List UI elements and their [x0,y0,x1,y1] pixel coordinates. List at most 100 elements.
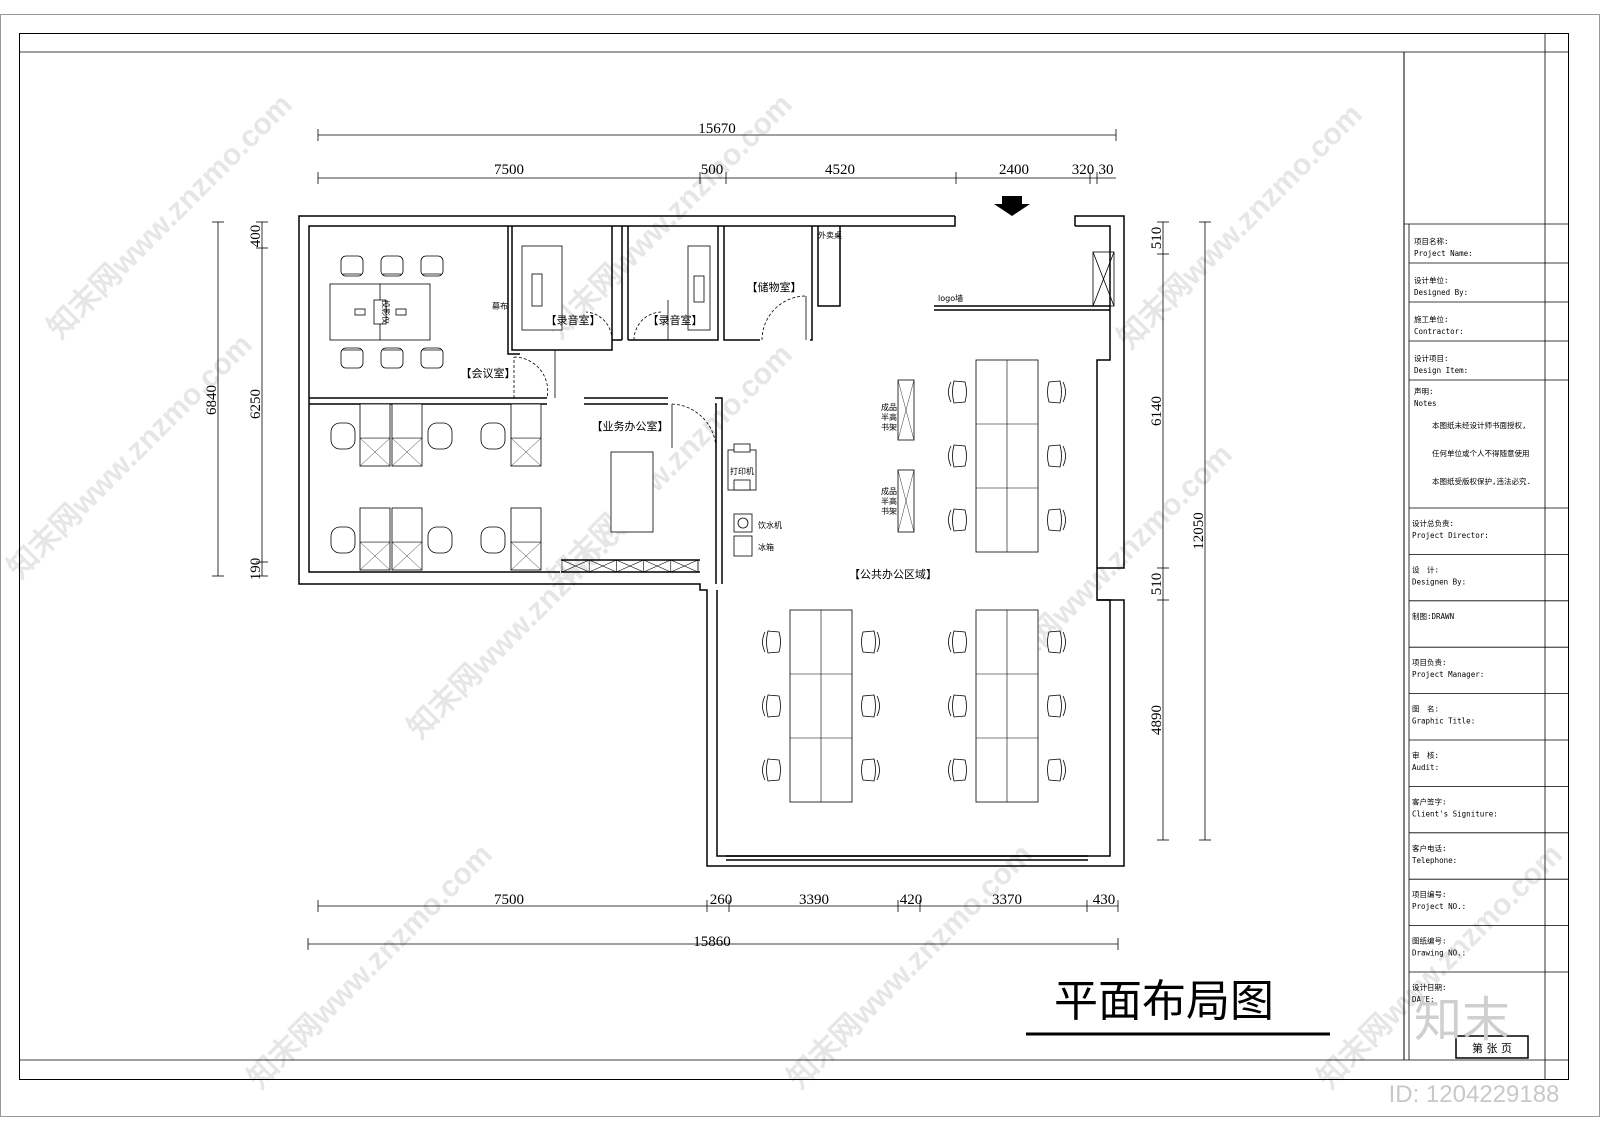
notes-label-en: Notes [1414,399,1437,408]
chair-icon [948,630,967,654]
title-block-label: 设计单位: [1414,275,1449,285]
title-block-label-en: Project NO.: [1412,902,1466,911]
dim-top-6: 30 [1099,162,1114,178]
dim-left-1: 400 [248,225,264,248]
dim-right-1: 510 [1149,227,1165,250]
recording-rooms [521,245,711,331]
title-block-label-en: Project Name: [1414,249,1473,258]
title-block-label-en: Graphic Title: [1412,717,1475,726]
curtain-label: 幕布 [492,301,508,311]
drawing-title: 平面布局图 [1054,976,1274,1027]
svg-text:半高: 半高 [881,412,897,422]
chair-icon [340,347,364,369]
title-block-label-en: Project Manager: [1412,670,1484,679]
water-dispenser-label: 饮水机 [758,520,782,530]
watermark-logo: 知末 [1414,992,1510,1048]
dim-bottom-6: 430 [1093,892,1116,908]
title-block-label: 设计总负责: [1412,518,1454,528]
chair-icon [1047,694,1066,718]
cabinet-strip [561,559,699,573]
watermark-text: 知末网www.znzmo.com [1312,838,1569,1095]
title-block-label: 项目编号: [1412,889,1447,899]
title-block-label: 设计日期: [1412,982,1447,992]
dim-right-outer: 12050 [1191,512,1207,550]
shelf-label-1: 成品 半高 书架 [881,402,897,432]
notes-label: 声明: [1414,386,1434,396]
chair-icon [330,422,356,450]
title-block-label-en: Telephone: [1412,856,1457,865]
chair-icon [480,526,506,554]
chair-icon [1047,758,1066,782]
chair-icon [480,422,506,450]
chair-icon [427,422,453,450]
title-block-label: 审 核: [1412,750,1439,760]
dim-right-2: 6140 [1149,396,1165,426]
chair-icon [762,630,781,654]
dim-bottom-3: 3390 [799,892,829,908]
svg-text:成品: 成品 [881,486,897,496]
dim-top-4: 2400 [999,162,1029,178]
chair-icon [1047,380,1066,404]
title-block [1404,223,1568,1060]
business-desk [610,451,654,533]
sheet-number: 第 张 页 [1472,1041,1512,1055]
chair-icon [420,347,444,369]
chair-icon [380,347,404,369]
title-block-label-en: Designed By: [1414,288,1468,297]
chair-icon [861,758,880,782]
chair-icon [380,255,404,277]
title-block-label-en: Drawing NO.: [1412,949,1466,958]
room-label-public-office: 【公共办公区域】 [849,568,937,581]
projector-label: 投影仪 [381,300,391,324]
shelf-label-2: 成品 半高 书架 [881,486,897,516]
svg-text:书架: 书架 [881,422,897,432]
public-workstations [762,359,1066,803]
title-block-label: 施工单位: [1414,314,1449,324]
room-label-meeting: 【会议室】 [461,366,516,380]
dim-bottom-1: 7500 [494,892,524,908]
dim-bottom-4: 420 [900,892,923,908]
dim-bottom-total: 15860 [693,934,731,950]
svg-text:成品: 成品 [881,402,897,412]
printer-label: 打印机 [730,466,754,476]
dim-top-5: 320 [1072,162,1095,178]
logo-wall-label: logo墙 [938,293,963,303]
chair-icon [948,508,967,532]
dim-right-3: 510 [1149,573,1165,596]
title-block-label-en: Design Item: [1414,366,1468,375]
dim-top-total: 15670 [698,121,736,137]
drawing-frame [0,14,1600,1117]
bookshelves [897,379,915,533]
room-label-recording-1: 【录音室】 [546,313,601,327]
chair-icon [1047,630,1066,654]
title-block-label: 客户电话: [1412,843,1447,853]
watermark-id: ID: 1204229188 [1389,1081,1560,1108]
room-label-recording-2: 【录音室】 [648,313,703,327]
chair-icon [340,255,364,277]
chair-icon [762,758,781,782]
sheet-box [1455,1035,1529,1059]
column [1092,251,1115,307]
dim-right-4: 4890 [1149,705,1165,735]
chair-icon [427,526,453,554]
chair-icon [1047,508,1066,532]
chair-icon [330,526,356,554]
chair-icon [948,694,967,718]
notes-line: 本图纸受版权保护,违法必究. [1432,476,1531,486]
watermark-text: 知末网www.znzmo.com [782,838,1039,1095]
chair-icon [1047,444,1066,468]
dim-top-2: 500 [701,162,724,178]
title-block-label: 图纸编号: [1412,936,1447,946]
title-block-label: 图 名: [1412,704,1439,714]
dim-bottom-2: 260 [710,892,733,908]
chair-icon [948,380,967,404]
dim-left-2: 6250 [248,389,264,419]
business-office [330,403,542,571]
chair-icon [948,758,967,782]
dimension-lines [212,129,1211,950]
dim-top-1: 7500 [494,162,524,178]
appliances [727,443,757,557]
takeout-table-label: 外卖桌 [818,230,842,240]
svg-text:书架: 书架 [881,506,897,516]
